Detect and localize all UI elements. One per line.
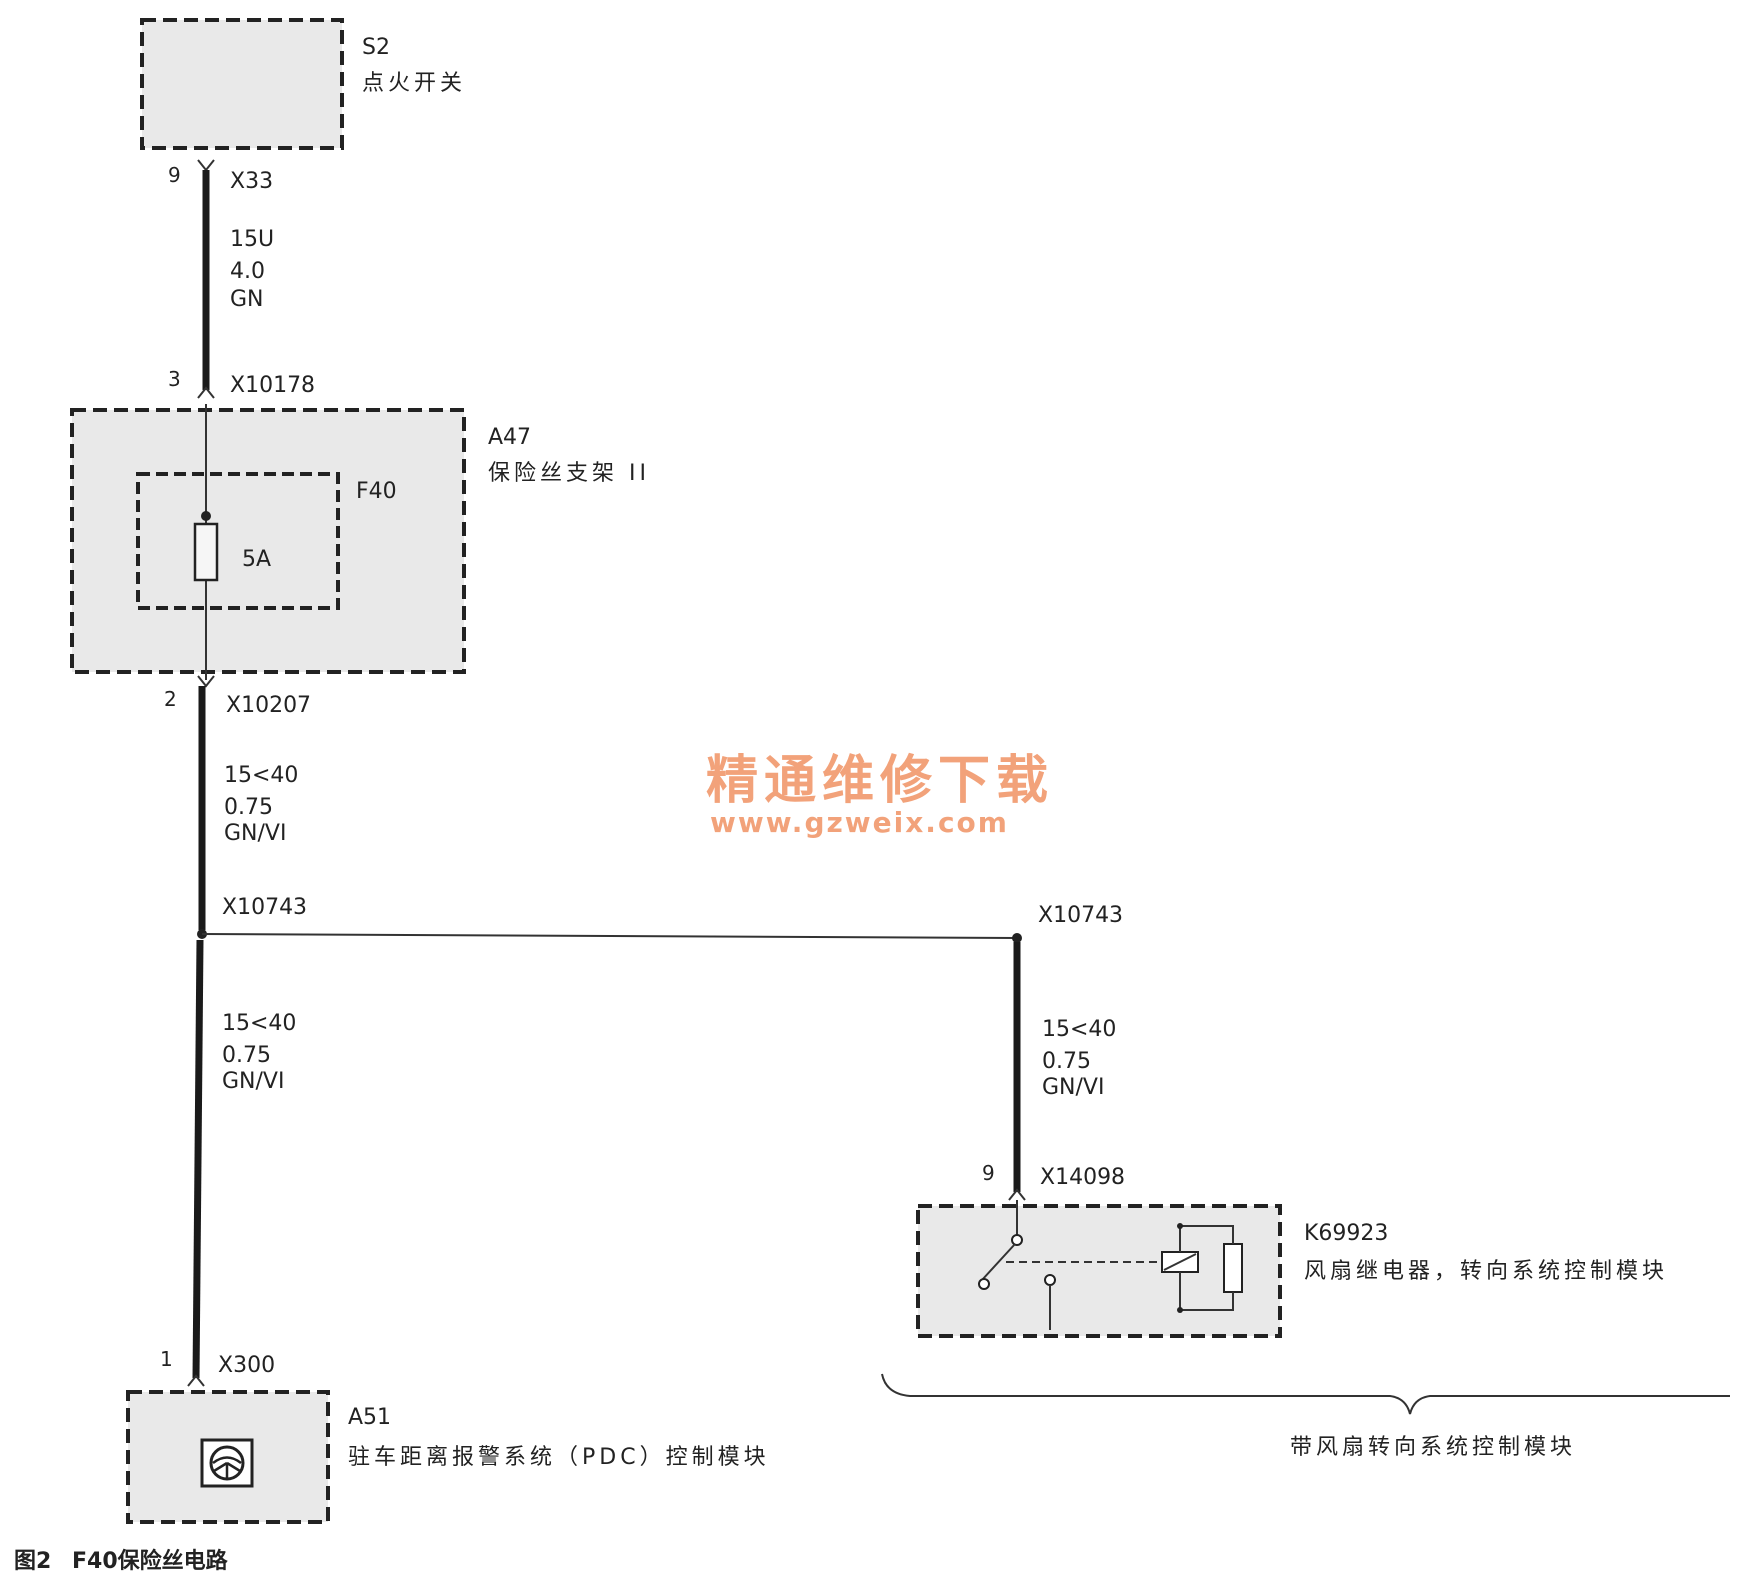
- k69923-name: 风扇继电器，转向系统控制模块: [1304, 1259, 1668, 1284]
- f40-id: F40: [356, 479, 397, 504]
- w2-circuit: 15<40: [224, 763, 298, 788]
- f40-fuse-box: [136, 472, 340, 610]
- watermark-cn: 精通维修下载: [706, 751, 1054, 811]
- x10178-pin: 3: [168, 367, 181, 391]
- splice-branch: [201, 933, 1018, 939]
- s2-ignition-switch-box: [140, 18, 344, 150]
- a47-name: 保险丝支架 II: [488, 461, 650, 486]
- fuse-icon: [193, 522, 219, 582]
- a47-id: A47: [488, 425, 531, 450]
- w3-circuit: 15<40: [222, 1011, 296, 1036]
- x33-pin: 9: [168, 163, 181, 187]
- brace-label: 带风扇转向系统控制模块: [1290, 1435, 1576, 1460]
- x10178-connector-mark: [197, 386, 215, 399]
- a51-id: A51: [348, 1405, 391, 1430]
- x10178-id: X10178: [230, 373, 315, 398]
- a51-name: 驻车距离报警系统（PDC）控制模块: [348, 1445, 770, 1470]
- w3-size: 0.75: [222, 1043, 271, 1068]
- w1-size: 4.0: [230, 259, 265, 284]
- relay-symbol-icon: [978, 1200, 1243, 1330]
- x300-pin: 1: [160, 1347, 173, 1371]
- x14098-connector-mark: [1008, 1188, 1026, 1201]
- w4-circuit: 15<40: [1042, 1017, 1116, 1042]
- x300-id: X300: [218, 1353, 275, 1378]
- w1-circuit: 15U: [230, 227, 274, 252]
- x300-connector-mark: [187, 1374, 205, 1387]
- w2-size: 0.75: [224, 795, 273, 820]
- k69923-id: K69923: [1304, 1221, 1388, 1246]
- x10207-id: X10207: [226, 693, 311, 718]
- figure-title: F40保险丝电路: [72, 1548, 229, 1574]
- s2-name: 点火开关: [362, 71, 466, 96]
- wire-15-40-b: [192, 939, 204, 1379]
- w1-color: GN: [230, 287, 264, 312]
- w2-color: GN/VI: [224, 821, 286, 846]
- f40-rating: 5A: [242, 547, 271, 572]
- x33-connector-mark: [197, 159, 215, 172]
- x14098-id: X14098: [1040, 1165, 1125, 1190]
- a47-fuse-holder-box: [70, 408, 466, 674]
- fuse-terminal-dot: [201, 511, 211, 521]
- figure-number: 图2: [14, 1549, 51, 1574]
- k69923-relay-box: [916, 1204, 1282, 1338]
- s2-id: S2: [362, 35, 390, 60]
- x33-id: X33: [230, 169, 273, 194]
- w4-color: GN/VI: [1042, 1075, 1104, 1100]
- x10207-connector-mark: [197, 675, 215, 688]
- module-symbol-icon: [200, 1438, 254, 1488]
- group-brace: [881, 1373, 1730, 1415]
- w4-size: 0.75: [1042, 1049, 1091, 1074]
- x10743-left-id: X10743: [222, 895, 307, 920]
- splice-dot-right: [1012, 933, 1022, 943]
- x14098-pin: 9: [982, 1161, 995, 1185]
- x10207-pin: 2: [164, 687, 177, 711]
- x10743-right-id: X10743: [1038, 903, 1123, 928]
- w3-color: GN/VI: [222, 1069, 284, 1094]
- watermark-en: www.gzweix.com: [710, 806, 1009, 839]
- a51-pdc-module-box: [126, 1390, 330, 1524]
